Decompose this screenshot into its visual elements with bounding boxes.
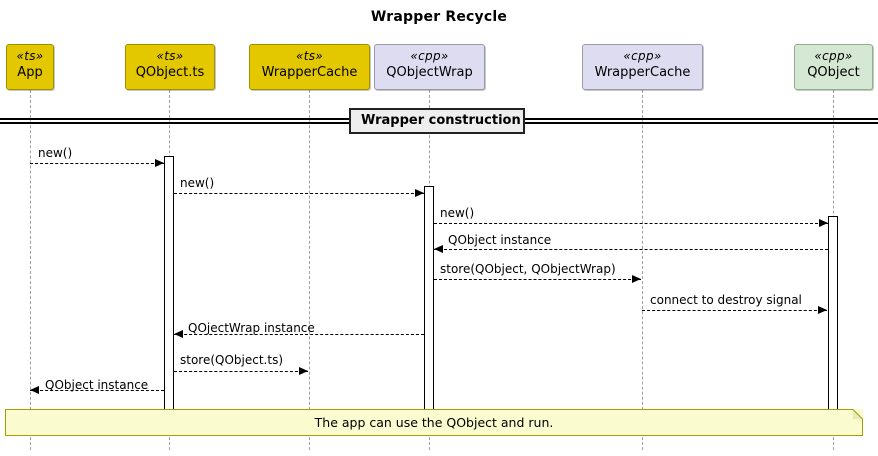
participant-name: App <box>17 64 43 80</box>
message-label-m3: new() <box>440 206 475 220</box>
message-arrowhead-m6 <box>818 306 827 314</box>
participant-name: WrapperCache <box>261 64 358 80</box>
participant-wrappercache_ts[interactable]: «ts»WrapperCache <box>249 44 370 90</box>
message-arrowhead-m5 <box>632 275 641 283</box>
message-line-m2 <box>174 193 424 194</box>
message-line-m6 <box>642 310 827 311</box>
participant-name: WrapperCache <box>594 64 691 80</box>
activation-bar-qobject_ts <box>164 156 174 412</box>
message-arrowhead-m7 <box>174 330 183 338</box>
participant-app[interactable]: «ts»App <box>6 44 54 90</box>
message-label-m2: new() <box>180 176 215 190</box>
participant-name: QObjectWrap <box>386 64 473 80</box>
participant-stereotype: «cpp» <box>623 49 662 63</box>
participant-qobjectwrap[interactable]: «cpp»QObjectWrap <box>374 44 485 90</box>
participant-name: QObject.ts <box>135 64 205 80</box>
lifeline-wrappercache_cpp <box>642 90 643 450</box>
message-arrowhead-m8 <box>299 367 308 375</box>
participant-stereotype: «ts» <box>296 49 323 63</box>
message-line-m3 <box>434 223 828 224</box>
message-label-m8: store(QObject.ts) <box>180 353 284 367</box>
participant-name: QObject <box>807 64 860 80</box>
message-line-m1 <box>30 163 164 164</box>
message-arrowhead-m9 <box>30 386 39 394</box>
activation-bar-qobjectwrap <box>424 186 434 412</box>
participant-stereotype: «ts» <box>156 49 184 63</box>
message-line-m7 <box>174 334 424 335</box>
participant-stereotype: «ts» <box>16 49 44 63</box>
message-arrowhead-m4 <box>434 245 443 253</box>
message-line-m8 <box>174 371 308 372</box>
lifeline-app <box>30 90 31 450</box>
message-line-m5 <box>434 279 641 280</box>
diagram-title: Wrapper Recycle <box>370 9 508 25</box>
participant-qobject_ts[interactable]: «ts»QObject.ts <box>125 44 215 90</box>
divider-label: Wrapper construction <box>349 108 525 134</box>
message-line-m4 <box>434 249 828 250</box>
activation-bar-qobject_cpp <box>828 216 838 412</box>
message-label-m6: connect to destroy signal <box>650 293 802 307</box>
participant-stereotype: «cpp» <box>410 49 449 63</box>
message-label-m5: store(QObject, QObjectWrap) <box>440 262 616 276</box>
message-arrowhead-m3 <box>819 219 828 227</box>
message-line-m9 <box>30 390 164 391</box>
note-box: The app can use the QObject and run. <box>5 409 863 436</box>
message-label-m4: QObject instance <box>448 233 552 247</box>
message-label-m1: new() <box>38 146 73 160</box>
participant-wrappercache_cpp[interactable]: «cpp»WrapperCache <box>582 44 703 90</box>
message-arrowhead-m2 <box>415 189 424 197</box>
participant-qobject_cpp[interactable]: «cpp»QObject <box>794 44 873 90</box>
lifeline-wrappercache_ts <box>309 90 310 450</box>
message-label-m9: QObject instance <box>45 378 149 392</box>
message-arrowhead-m1 <box>155 159 164 167</box>
participant-stereotype: «cpp» <box>814 49 853 63</box>
message-label-m7: QOjectWrap instance <box>188 321 315 335</box>
